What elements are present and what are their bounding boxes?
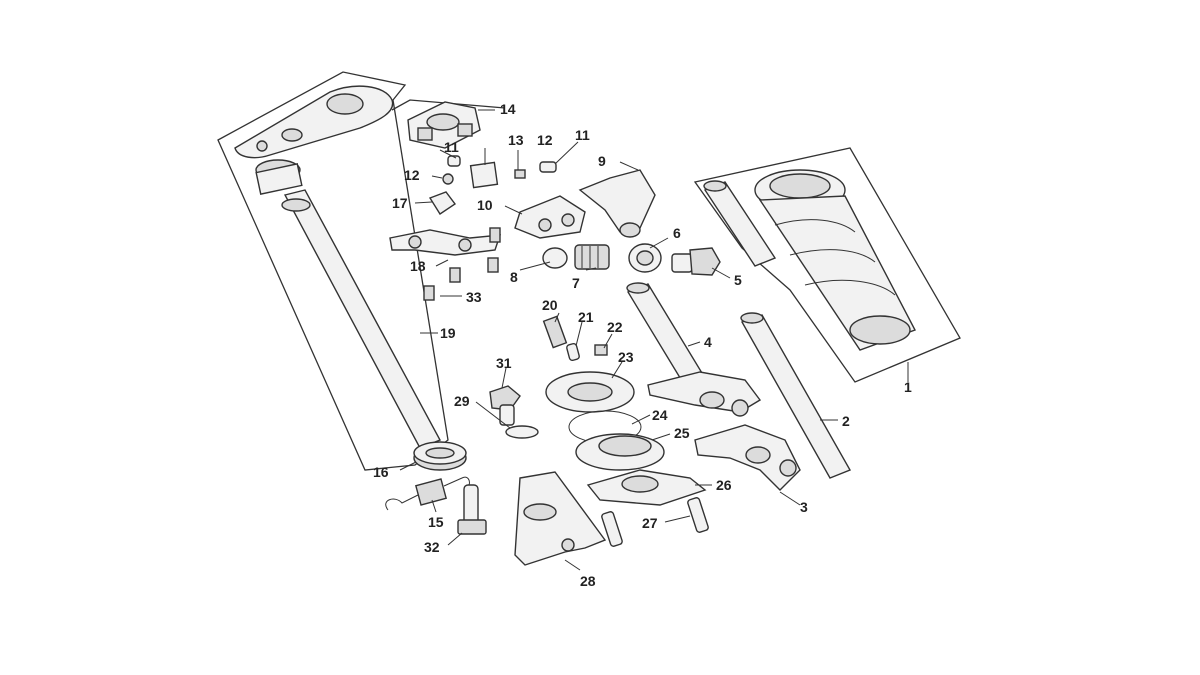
oil-seal: [413, 441, 467, 471]
pin-11-right: [539, 161, 557, 173]
washer-6: [628, 243, 662, 273]
label-31: 31: [496, 355, 512, 371]
shift-shaft-group-box: [217, 71, 449, 471]
label-29: 29: [454, 393, 470, 409]
label-25: 25: [674, 425, 690, 441]
shift-drum: [703, 169, 916, 351]
upper-parts-group-line: [391, 99, 506, 111]
collar-8: [542, 247, 568, 269]
bracket-28: [514, 471, 607, 566]
shift-plate-18: [389, 229, 502, 256]
pin-11-left: [447, 155, 461, 167]
label-11-left: 11: [444, 139, 459, 155]
label-24: 24: [652, 407, 668, 423]
label-2: 2: [842, 413, 850, 429]
label-20: 20: [542, 297, 558, 313]
label-22: 22: [607, 319, 623, 335]
label-11-right: 11: [575, 127, 590, 143]
label-5: 5: [734, 272, 742, 288]
shift-drum-group-box: [693, 147, 961, 383]
label-10: 10: [477, 197, 493, 213]
shift-plate-10: [514, 195, 586, 239]
label-27: 27: [642, 515, 658, 531]
detent-spring-20: [542, 315, 568, 349]
label-4: 4: [704, 334, 712, 350]
label-33: 33: [466, 289, 482, 305]
shift-fork-upper-3: [647, 371, 762, 417]
pivot-bolt: [457, 484, 487, 535]
label-15: 15: [428, 514, 444, 530]
label-3: 3: [800, 499, 808, 515]
label-1: 1: [904, 379, 912, 395]
label-17: 17: [392, 195, 408, 211]
plug-5: [671, 247, 721, 276]
label-6: 6: [673, 225, 681, 241]
fork-shaft-2: [740, 312, 852, 479]
shift-shaft: [255, 159, 441, 449]
label-13: 13: [508, 132, 524, 148]
label-12-left: 12: [404, 167, 420, 183]
label-9: 9: [598, 153, 606, 169]
bolt-31: [489, 385, 521, 426]
bolts-27: [601, 497, 709, 547]
label-14: 14: [500, 101, 516, 117]
leader-lines: [399, 109, 909, 571]
fork-shaft-4: [626, 282, 707, 387]
plate-26: [586, 469, 707, 506]
label-18: 18: [410, 258, 426, 274]
screws-33: [423, 227, 501, 301]
return-spring: [385, 476, 470, 511]
shift-cam-top: [407, 101, 481, 149]
ball-22: [594, 344, 608, 356]
shift-arm-plate: [234, 85, 394, 159]
washer-29: [505, 425, 539, 439]
stopper-17: [428, 191, 457, 215]
label-7: 7: [572, 275, 580, 291]
label-23: 23: [618, 349, 634, 365]
label-21: 21: [578, 309, 594, 325]
label-19: 19: [440, 325, 456, 341]
cam-25: [575, 433, 665, 471]
shift-fork-9: [578, 169, 656, 238]
plate-13: [469, 161, 499, 189]
label-16: 16: [373, 464, 389, 480]
spring-12-right: [514, 169, 526, 179]
shift-fork-lower-3: [694, 424, 801, 491]
label-28: 28: [580, 573, 596, 589]
spring-7: [574, 244, 610, 270]
label-8: 8: [510, 269, 518, 285]
washer-23: [545, 371, 635, 413]
label-12-right: 12: [537, 132, 553, 148]
label-26: 26: [716, 477, 732, 493]
label-32: 32: [424, 539, 440, 555]
ball-12-left: [442, 173, 454, 185]
pin-21: [566, 342, 580, 362]
